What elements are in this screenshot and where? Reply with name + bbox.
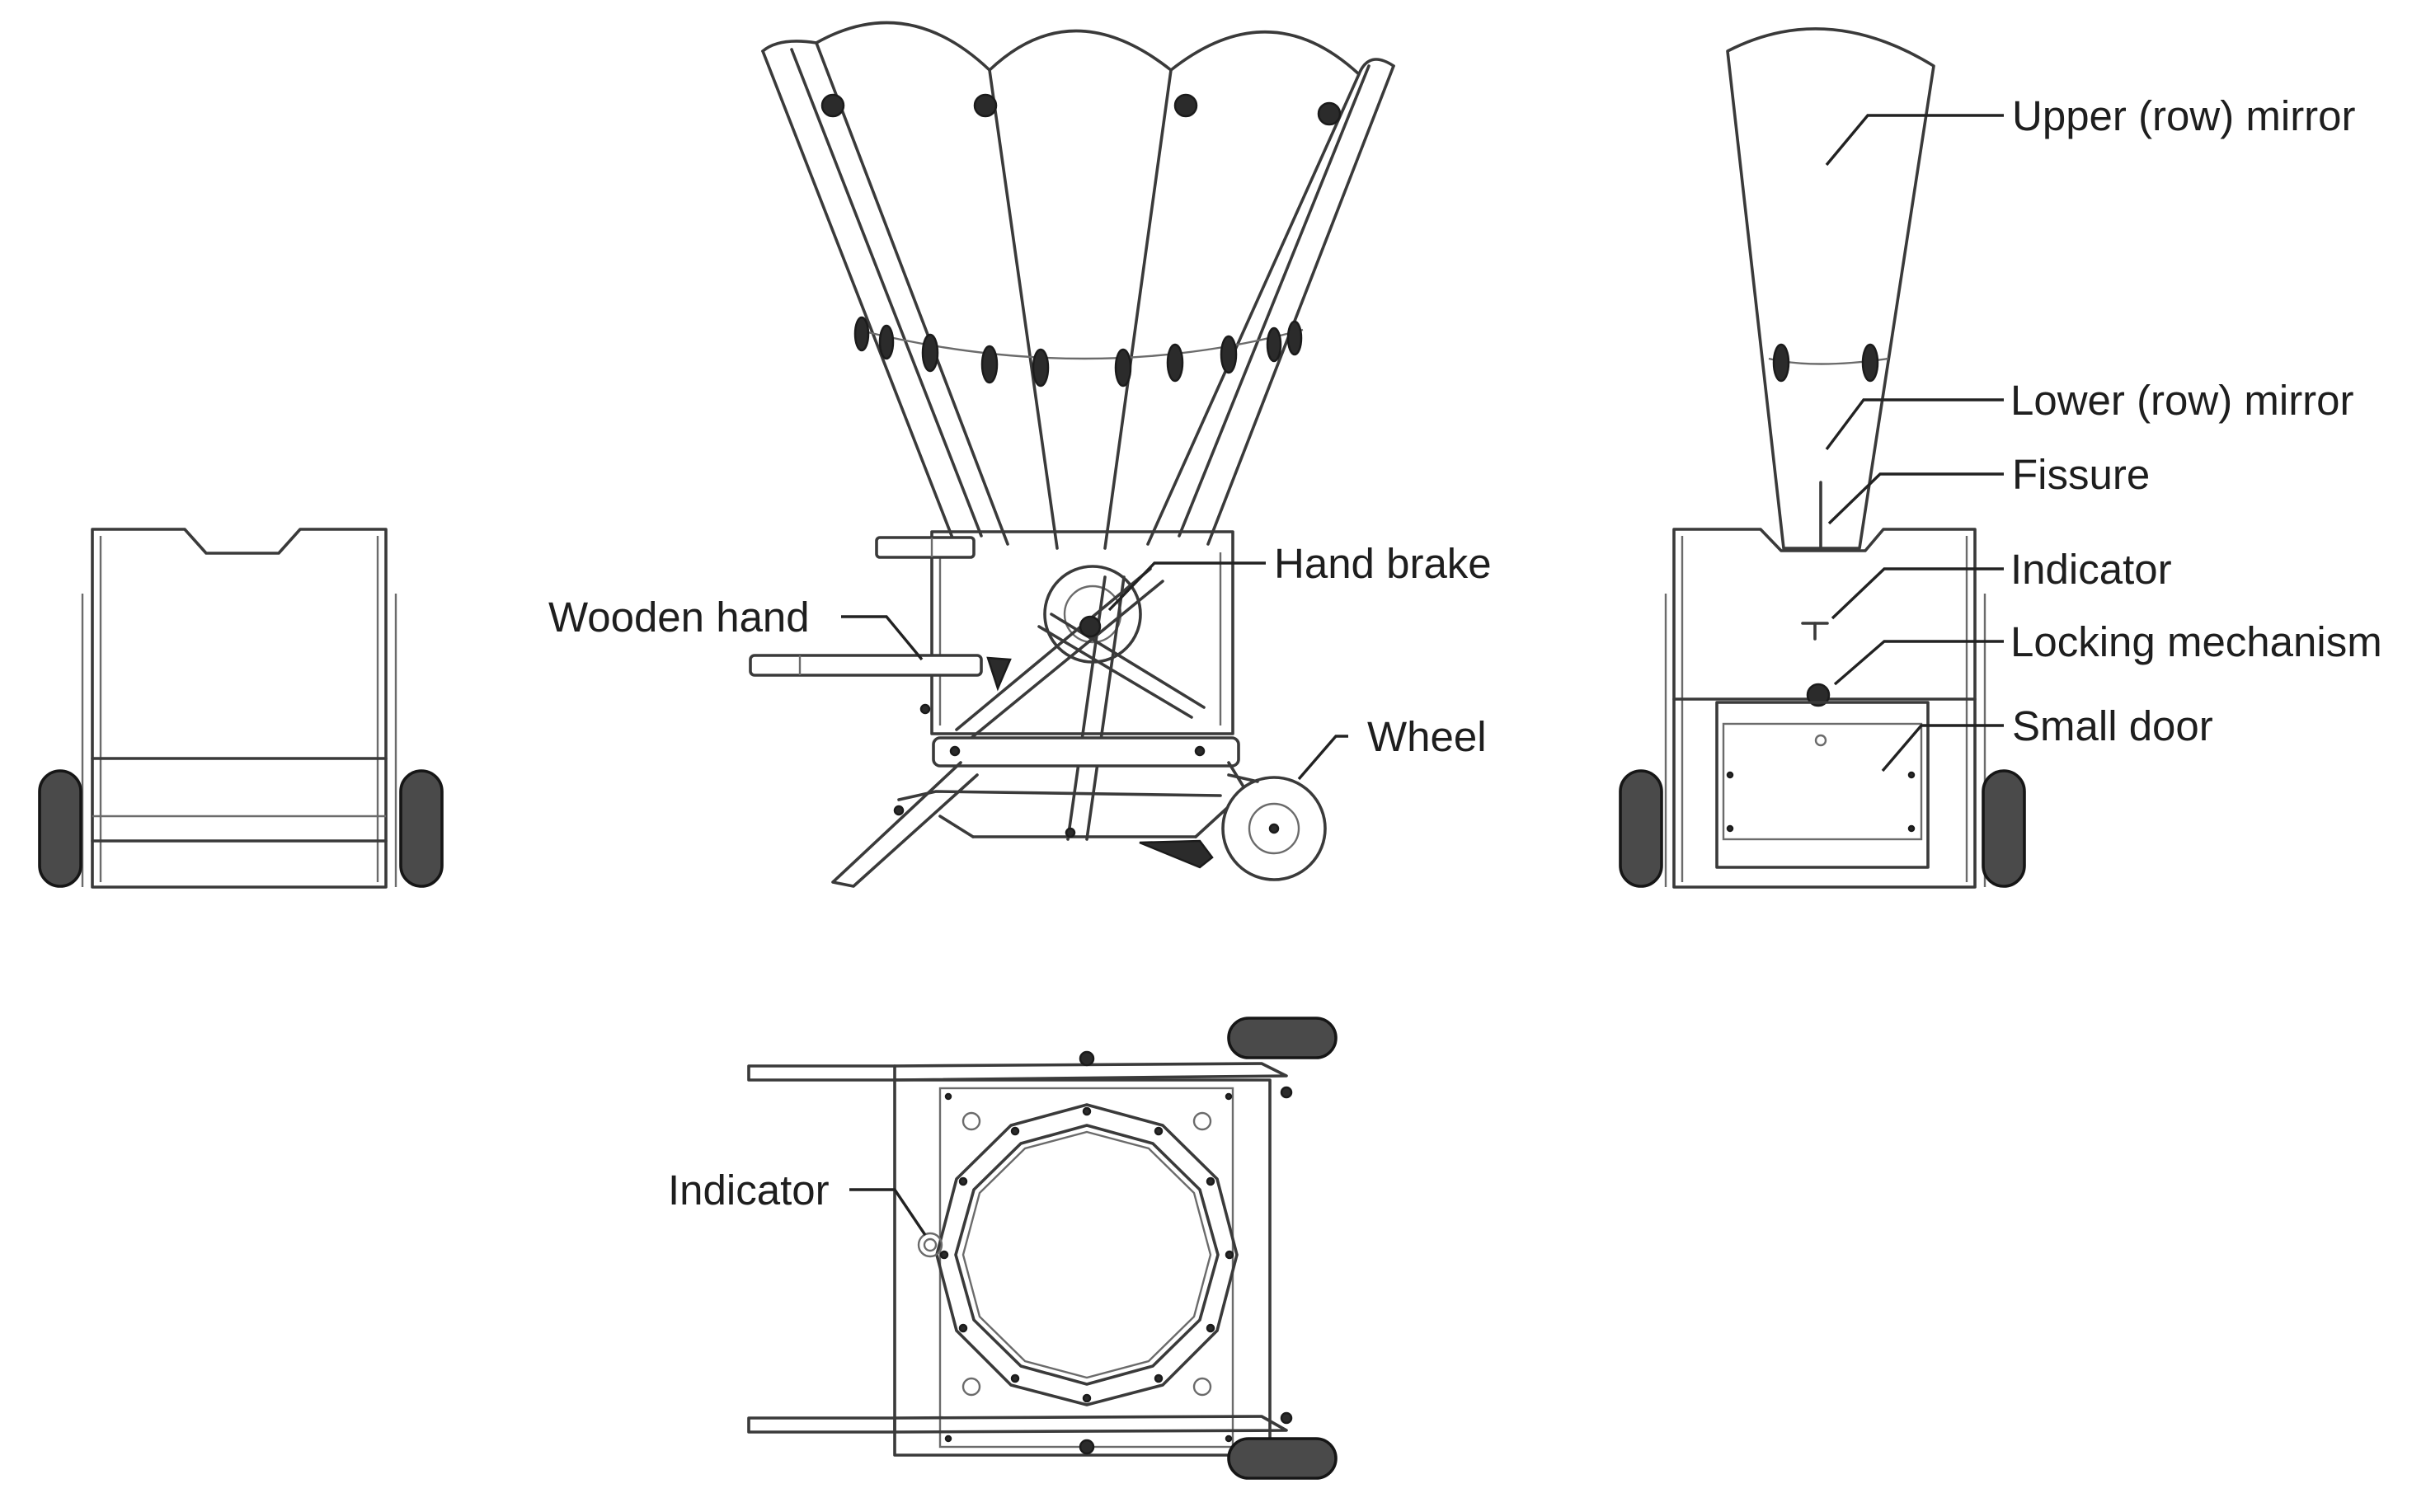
leader-hand-brake [1107, 561, 1266, 612]
front-view-body [81, 528, 397, 889]
left-wheel [1619, 769, 1663, 888]
leader-indicator-top [849, 1188, 927, 1236]
right-wheel [1982, 769, 2026, 888]
front-view-wheels [38, 769, 444, 888]
top-view [747, 1017, 1338, 1480]
upper-knob-icon [1173, 93, 1198, 118]
leader-wooden-hand [841, 615, 924, 661]
brake-knob-icon [1079, 615, 1102, 638]
rear-view-wheels [1619, 769, 2026, 888]
label-upper-mirror: Upper (row) mirror [2012, 92, 2356, 139]
top-indicator-mark [917, 1232, 943, 1258]
label-wooden-hand: Wooden hand [548, 594, 810, 641]
rear-mirror [1726, 27, 1935, 550]
wooden-hand [749, 654, 1012, 692]
left-wheel [38, 769, 82, 888]
upper-knob-icon [973, 93, 998, 118]
label-small-door: Small door [2012, 702, 2213, 749]
label-wheel: Wheel [1367, 713, 1487, 760]
right-wheel [399, 769, 444, 888]
lower-clip-row [853, 316, 1303, 387]
labels: Upper (row) mirror Lower (row) mirror Fi… [548, 92, 2382, 1214]
leader-wheel [1297, 735, 1348, 781]
leader-small-door [1881, 724, 2004, 772]
leader-upper-mirror [1825, 114, 2004, 167]
leader-fissure [1827, 472, 2004, 525]
label-fissure: Fissure [2012, 451, 2150, 498]
leader-indicator-side [1831, 567, 2004, 620]
label-hand-brake: Hand brake [1274, 540, 1492, 587]
label-indicator-side: Indicator [2010, 546, 2172, 593]
top-wheel-upper [1227, 1017, 1338, 1059]
pedal-icon [1139, 839, 1214, 869]
leader-lower-mirror [1825, 398, 2004, 451]
hand-brake [1066, 575, 1126, 841]
front-view [38, 528, 444, 889]
rear-clip-icon [1861, 343, 1879, 383]
leader-locking [1833, 640, 2004, 686]
small-door [1715, 701, 1930, 869]
rear-view [1619, 27, 2026, 889]
top-wheel-lower [1227, 1437, 1338, 1480]
upper-knob-icon [1317, 101, 1342, 126]
mirror-fan [761, 21, 1395, 550]
leader-lines [841, 114, 2004, 1236]
side-view [749, 21, 1395, 888]
locking-knob-icon [1806, 683, 1831, 707]
rear-clip-icon [1772, 343, 1790, 383]
upper-knob-icon [820, 93, 845, 118]
label-locking-mechanism: Locking mechanism [2010, 618, 2382, 665]
label-lower-mirror: Lower (row) mirror [2010, 377, 2354, 424]
side-wheel [1221, 773, 1327, 881]
side-view-body [749, 530, 1327, 888]
rear-view-body [1664, 528, 1986, 889]
label-indicator-top: Indicator [668, 1167, 830, 1214]
ring-bolts [939, 1092, 1234, 1443]
